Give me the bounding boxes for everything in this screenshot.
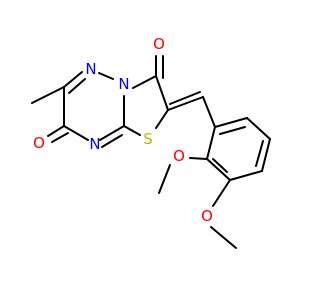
atom-label: S (143, 130, 153, 148)
bond (155, 109, 169, 129)
atom-label: N (118, 75, 129, 93)
bond (63, 71, 83, 88)
bond (206, 126, 216, 160)
bond (63, 125, 89, 141)
atom-label: O (153, 35, 165, 53)
atom-label: N (89, 135, 100, 153)
bond (123, 125, 141, 136)
bond (68, 78, 86, 94)
bond (31, 86, 65, 104)
bond (219, 126, 246, 135)
bond (99, 125, 125, 141)
bond (212, 158, 228, 173)
bond (206, 158, 231, 181)
bond (98, 72, 114, 80)
bond (210, 226, 237, 249)
bond (132, 75, 157, 89)
molecule-diagram: O N N O N S O O (31, 35, 271, 249)
bond (169, 91, 201, 105)
bond (167, 96, 204, 111)
atom-label: O (173, 147, 185, 165)
bond (189, 157, 208, 160)
atom-label: O (33, 134, 45, 152)
bond (51, 132, 69, 143)
molecule-structure: O N N O N S O O (31, 35, 271, 249)
bond (101, 134, 123, 148)
bond (229, 170, 263, 181)
bond (255, 140, 264, 167)
bond (47, 125, 65, 137)
atom-label: N (85, 60, 96, 78)
bond (202, 96, 216, 128)
bond (155, 75, 169, 111)
atom-label: O (201, 207, 213, 225)
bond (214, 117, 248, 128)
bond (261, 138, 271, 172)
bond (158, 164, 171, 194)
bond (246, 117, 271, 140)
bond (212, 179, 231, 207)
